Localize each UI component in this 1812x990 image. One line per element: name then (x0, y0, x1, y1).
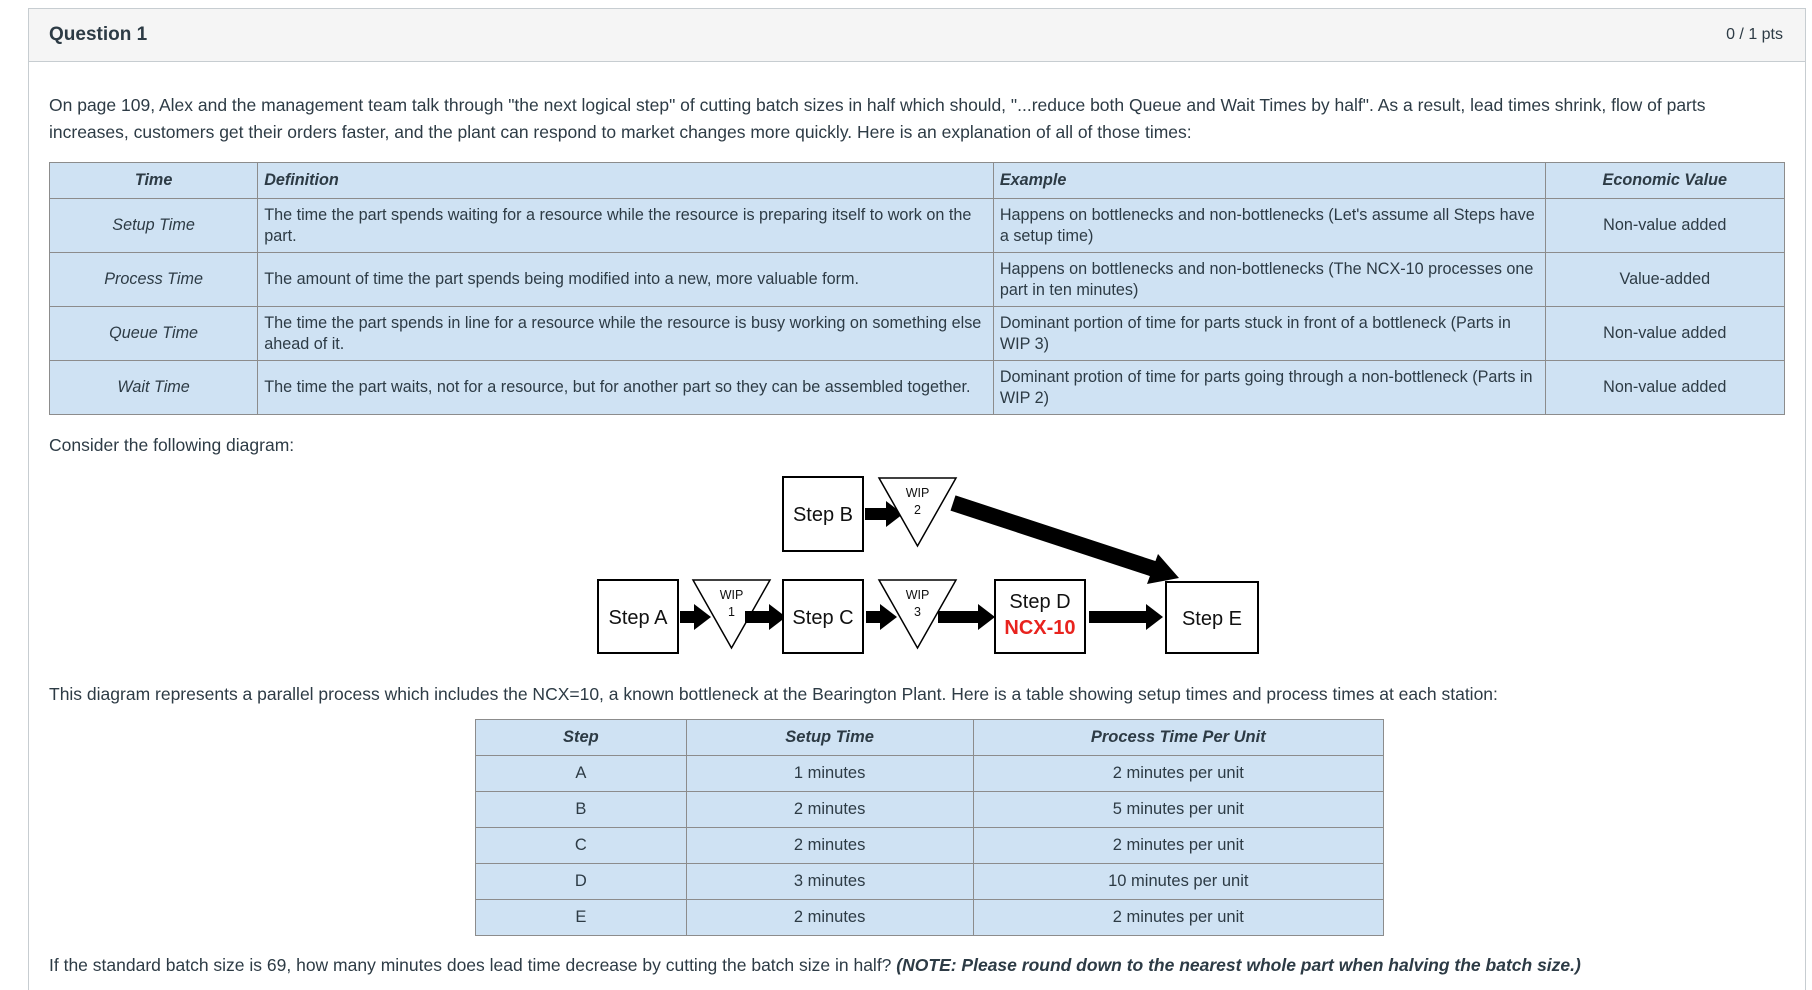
flow-arrow-icon (745, 604, 786, 630)
process-flow-svg: Step B WIP 2 Step A WIP 1 Step C WI (597, 476, 1259, 654)
wip-1-number: 1 (728, 605, 735, 619)
process-flow-diagram: Step B WIP 2 Step A WIP 1 Step C WI (595, 467, 1270, 672)
cell-definition: The time the part spends in line for a r… (257, 306, 994, 361)
wip-3-number: 3 (914, 605, 921, 619)
wip-2-number: 2 (914, 503, 921, 517)
cell-time: Process Time (48, 252, 259, 307)
cell-step: E (475, 899, 687, 936)
cell-economic-value: Value-added (1544, 252, 1786, 307)
times-header-definition: Definition (257, 162, 994, 199)
cell-setup-time: 2 minutes (685, 827, 974, 864)
cell-setup-time: 1 minutes (685, 755, 974, 792)
times-header-time: Time (48, 162, 259, 199)
cell-definition: The time the part waits, not for a resou… (257, 360, 994, 415)
question-points: 0 / 1 pts (1726, 26, 1783, 43)
diagonal-arrow-icon (950, 495, 1157, 577)
step-c-box (782, 579, 864, 654)
table-row-queue-time: Queue Time The time the part spends in l… (48, 306, 1786, 361)
flow-arrow-icon (938, 604, 995, 630)
table-row-station-a: A 1 minutes 2 minutes per unit (475, 755, 1385, 792)
wip-2-triangle (877, 477, 958, 548)
cell-step: D (475, 863, 687, 900)
step-a-label: Step A (609, 607, 669, 629)
table-row-station-b: B 2 minutes 5 minutes per unit (475, 791, 1385, 828)
cell-time: Setup Time (48, 198, 259, 253)
step-e-box (1165, 581, 1259, 654)
cell-definition: The amount of time the part spends being… (257, 252, 994, 307)
final-question: If the standard batch size is 69, how ma… (49, 952, 1785, 979)
diagram-intro: Consider the following diagram: (49, 435, 295, 455)
step-c-label: Step C (792, 607, 853, 629)
flow-arrow-icon (865, 501, 903, 527)
flow-arrow-icon (1089, 604, 1163, 630)
cell-example: Happens on bottlenecks and non-bottlenec… (992, 198, 1546, 253)
table-row-station-c: C 2 minutes 2 minutes per unit (475, 827, 1385, 864)
stations-table-header-row: Step Setup Time Process Time Per Unit (475, 719, 1385, 756)
wip-3-label: WIP (906, 588, 930, 602)
flow-arrow-icon (866, 604, 897, 630)
cell-setup-time: 2 minutes (685, 899, 974, 936)
times-header-example: Example (992, 162, 1546, 199)
step-d-ncx-label: NCX-10 (1004, 617, 1075, 639)
cell-step: B (475, 791, 687, 828)
stations-header-process-time: Process Time Per Unit (972, 719, 1385, 756)
intro-paragraph: On page 109, Alex and the management tea… (49, 95, 1706, 142)
stations-header-step: Step (475, 719, 687, 756)
cell-step: A (475, 755, 687, 792)
times-table-header-row: Time Definition Example Economic Value (48, 162, 1786, 199)
cell-process-time: 10 minutes per unit (972, 863, 1385, 900)
question-title: Question 1 (49, 24, 148, 45)
diagonal-arrowhead-icon (1147, 554, 1179, 584)
stations-header-setup-time: Setup Time (685, 719, 974, 756)
cell-process-time: 2 minutes per unit (972, 899, 1385, 936)
cell-definition: The time the part spends waiting for a r… (257, 198, 994, 253)
table-row-wait-time: Wait Time The time the part waits, not f… (48, 360, 1786, 415)
cell-example: Happens on bottlenecks and non-bottlenec… (992, 252, 1546, 307)
question-card: Question 1 0 / 1 pts On page 109, Alex a… (28, 8, 1806, 990)
times-header-economic-value: Economic Value (1544, 162, 1786, 199)
cell-time: Wait Time (48, 360, 259, 415)
step-b-box (782, 476, 864, 552)
flow-arrow-icon (680, 604, 711, 630)
step-d-label: Step D (1009, 591, 1070, 613)
cell-process-time: 5 minutes per unit (972, 791, 1385, 828)
cell-economic-value: Non-value added (1544, 306, 1786, 361)
wip-3-triangle (877, 579, 958, 650)
table-row-station-e: E 2 minutes 2 minutes per unit (475, 899, 1385, 936)
question-header: Question 1 0 / 1 pts (29, 9, 1805, 62)
cell-example: Dominant protion of time for parts going… (992, 360, 1546, 415)
cell-process-time: 2 minutes per unit (972, 827, 1385, 864)
cell-setup-time: 2 minutes (685, 791, 974, 828)
wip-2-label: WIP (906, 486, 930, 500)
table-row-process-time: Process Time The amount of time the part… (48, 252, 1786, 307)
cell-step: C (475, 827, 687, 864)
cell-economic-value: Non-value added (1544, 360, 1786, 415)
final-question-note: (NOTE: Please round down to the nearest … (896, 955, 1581, 975)
final-question-text: If the standard batch size is 69, how ma… (49, 955, 892, 975)
cell-example: Dominant portion of time for parts stuck… (992, 306, 1546, 361)
table-row-station-d: D 3 minutes 10 minutes per unit (475, 863, 1385, 900)
times-table: Time Definition Example Economic Value S… (48, 162, 1786, 415)
cell-economic-value: Non-value added (1544, 198, 1786, 253)
cell-process-time: 2 minutes per unit (972, 755, 1385, 792)
step-e-label: Step E (1182, 608, 1242, 630)
step-b-label: Step B (793, 504, 853, 526)
step-a-box (597, 579, 679, 654)
wip-1-label: WIP (720, 588, 744, 602)
step-d-box (994, 579, 1086, 654)
process-intro: This diagram represents a parallel proce… (49, 684, 1498, 704)
stations-table: Step Setup Time Process Time Per Unit A … (475, 719, 1385, 936)
cell-setup-time: 3 minutes (685, 863, 974, 900)
question-body: On page 109, Alex and the management tea… (29, 62, 1805, 990)
cell-time: Queue Time (48, 306, 259, 361)
table-row-setup-time: Setup Time The time the part spends wait… (48, 198, 1786, 253)
